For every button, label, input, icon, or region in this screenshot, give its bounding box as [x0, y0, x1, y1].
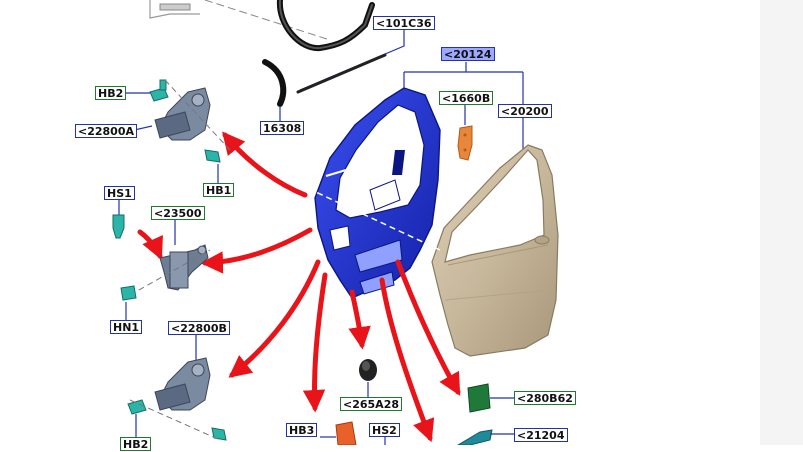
clip-hb3 — [335, 421, 357, 446]
label-101c36[interactable]: <101C36 — [373, 16, 435, 30]
callout-arrows — [137, 131, 461, 443]
top-glass-bracket — [149, 0, 200, 19]
label-280b62[interactable]: <280B62 — [514, 391, 576, 405]
label-hn1[interactable]: HN1 — [110, 320, 143, 334]
axis-dashed — [289, 179, 441, 251]
label-23500[interactable]: <23500 — [151, 206, 205, 220]
axis-hinge-a — [164, 79, 231, 151]
label-hb2-top[interactable]: HB2 — [95, 86, 127, 100]
hn1-nut — [120, 285, 137, 301]
leader-20124 — [403, 62, 524, 104]
arrow-to-hinge-b — [228, 259, 321, 378]
grommet-265a28 — [359, 359, 377, 381]
axis-check — [129, 249, 211, 296]
arrow-to-265a28 — [348, 289, 371, 350]
strip-21204 — [456, 429, 493, 446]
inner-door-frame-20124 — [314, 87, 441, 299]
hb2-bolt-bottom — [127, 399, 227, 441]
arrow-to-hb3 — [302, 272, 328, 413]
label-hs1[interactable]: HS1 — [104, 186, 135, 200]
arrow-to-hinge-a — [222, 131, 308, 198]
weatherstrip-16308 — [262, 59, 287, 107]
door-seal-101c36 — [276, 0, 375, 52]
arrow-to-hs1 — [137, 229, 163, 261]
hinge-22800a — [154, 87, 211, 141]
label-hs2[interactable]: HS2 — [369, 423, 400, 437]
label-20200[interactable]: <20200 — [498, 104, 552, 118]
leader-dashed — [204, 0, 331, 41]
hinge-22800b — [154, 357, 211, 411]
label-hb1[interactable]: HB1 — [203, 183, 235, 197]
door-check-23500 — [159, 244, 209, 291]
label-20124[interactable]: <20124 — [441, 47, 495, 61]
seal-strip — [296, 53, 387, 94]
outer-door-panel-20200 — [431, 144, 559, 357]
hb1-bolt — [204, 149, 221, 163]
arrow-to-hs2 — [379, 277, 435, 443]
hs1-stud — [112, 214, 125, 239]
check-plate-1660b — [457, 125, 473, 161]
label-hb2-bottom[interactable]: HB2 — [120, 437, 152, 451]
label-16308[interactable]: 16308 — [260, 121, 305, 135]
hb2-bolt-top — [149, 79, 169, 102]
edge-shade — [760, 0, 803, 445]
axis-hinge-b — [129, 399, 221, 441]
label-265a28[interactable]: <265A28 — [340, 397, 402, 411]
label-21204[interactable]: <21204 — [514, 428, 568, 442]
label-22800b[interactable]: <22800B — [168, 321, 230, 335]
label-22800a[interactable]: <22800A — [75, 124, 137, 138]
plug-280b62 — [467, 383, 491, 413]
arrow-to-280b62 — [395, 259, 461, 396]
arrow-to-check-arm — [200, 227, 313, 274]
label-1660b[interactable]: <1660B — [439, 91, 494, 105]
label-hb3[interactable]: HB3 — [286, 423, 318, 437]
